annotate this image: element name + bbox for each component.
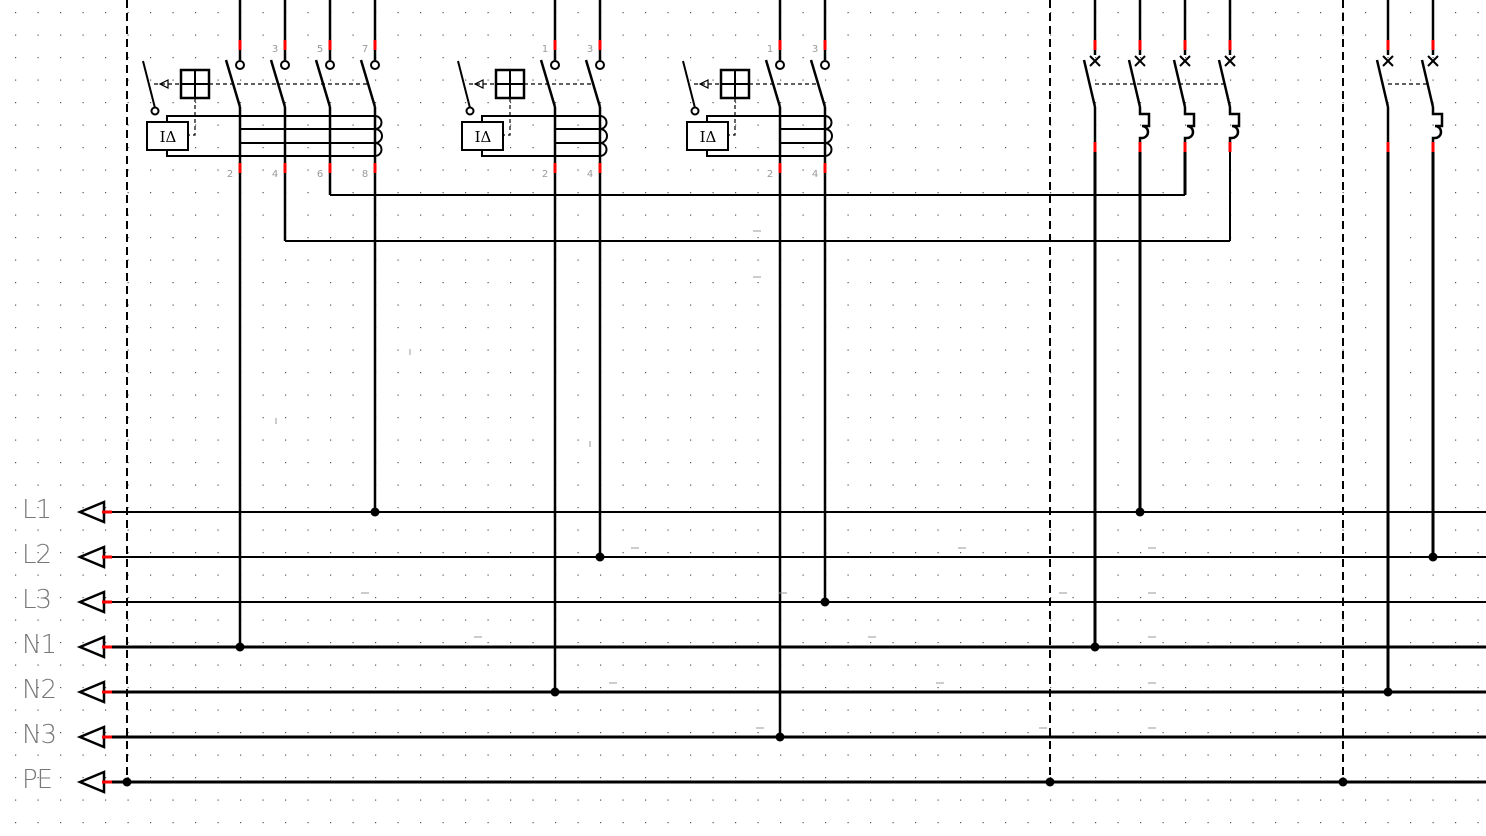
- sensor-link: [503, 98, 511, 136]
- terminal-label: 2: [227, 169, 233, 180]
- rail-label-l1: L1: [22, 495, 52, 525]
- terminal-label: 2: [767, 169, 773, 180]
- junction-dot[interactable]: [820, 597, 830, 607]
- residual-current-sensor: [686, 121, 729, 151]
- switch-blade: [1127, 59, 1142, 108]
- terminal-label: 3: [812, 44, 818, 55]
- rail-label-l2: L2: [22, 540, 52, 570]
- switch-blade: [314, 59, 332, 108]
- contact-terminal: [595, 60, 605, 70]
- terminal-label: 1: [767, 44, 773, 55]
- sum-loop: [166, 115, 375, 122]
- rail-label-n3: N3: [22, 720, 57, 750]
- breaker-cross-icon: [1427, 55, 1439, 67]
- breaker-cross-icon: [1089, 55, 1101, 67]
- rail-label-l3: L3: [22, 585, 52, 615]
- terminal-label: 5: [317, 44, 323, 55]
- sum-loop: [481, 150, 600, 157]
- junction-dot[interactable]: [1428, 552, 1438, 562]
- junction-dot[interactable]: [1338, 777, 1348, 787]
- thermal-trip-icon: [1138, 107, 1151, 150]
- switch-blade: [269, 59, 287, 108]
- sensor-symbol: IΔ: [160, 128, 177, 146]
- switch-blade: [764, 59, 782, 108]
- terminal-label: 4: [812, 169, 818, 180]
- terminal-label: 7: [362, 44, 368, 55]
- junction-dot[interactable]: [775, 732, 785, 742]
- junction-dot[interactable]: [1045, 777, 1055, 787]
- toroid-coil-icon: [374, 115, 383, 157]
- junction-dot[interactable]: [595, 552, 605, 562]
- junction-dot[interactable]: [370, 507, 380, 517]
- test-button-contact: [690, 106, 700, 116]
- breaker-cross-icon: [1179, 55, 1191, 67]
- junction-dot[interactable]: [1383, 687, 1393, 697]
- test-button-contact: [465, 106, 475, 116]
- terminal-label: 1: [542, 44, 548, 55]
- switch-blade: [1217, 59, 1232, 108]
- junction-dot[interactable]: [1135, 507, 1145, 517]
- junction-dot[interactable]: [550, 687, 560, 697]
- breaker-cross-icon: [1382, 55, 1394, 67]
- junction-dot[interactable]: [1090, 642, 1100, 652]
- sum-loop: [706, 150, 825, 157]
- link-arrow-icon: [698, 79, 709, 89]
- terminal-label: 2: [542, 169, 548, 180]
- test-button-lever: [457, 60, 471, 109]
- sensor-link: [188, 98, 196, 136]
- thermal-trip-icon: [1431, 107, 1444, 150]
- sensor-symbol: IΔ: [475, 128, 492, 146]
- junction-dot[interactable]: [235, 642, 245, 652]
- toroid-coil-icon: [824, 115, 833, 157]
- terminal-label: 8: [362, 169, 368, 180]
- link-arrow-icon: [473, 79, 484, 89]
- switch-blade: [539, 59, 557, 108]
- contact-terminal: [325, 60, 335, 70]
- switch-blade: [359, 59, 377, 108]
- terminal-label: 4: [272, 169, 278, 180]
- sum-loop: [481, 115, 600, 122]
- switch-blade: [584, 59, 602, 108]
- switch-blade: [224, 59, 242, 108]
- contact-terminal: [370, 60, 380, 70]
- test-button-lever: [682, 60, 696, 109]
- terminal-label: 3: [587, 44, 593, 55]
- sensor-symbol: IΔ: [700, 128, 717, 146]
- link-arrow-icon: [158, 79, 169, 89]
- sum-loop: [166, 150, 375, 157]
- contact-terminal: [280, 60, 290, 70]
- switch-blade: [1375, 59, 1390, 108]
- thermal-trip-icon: [1183, 107, 1196, 150]
- rail-label-n1: N1: [22, 630, 57, 660]
- breaker-cross-icon: [1224, 55, 1236, 67]
- contact-terminal: [550, 60, 560, 70]
- thermal-trip-icon: [1228, 107, 1241, 150]
- switch-blade: [809, 59, 827, 108]
- rail-label-n2: N2: [22, 675, 57, 705]
- contact-terminal: [820, 60, 830, 70]
- test-button-contact: [150, 106, 160, 116]
- terminal-label: 3: [272, 44, 278, 55]
- toroid-coil-icon: [599, 115, 608, 157]
- terminal-label: 6: [317, 169, 323, 180]
- junction-dot[interactable]: [122, 777, 132, 787]
- switch-blade: [1082, 59, 1097, 108]
- sum-loop: [706, 115, 825, 122]
- breaker-cross-icon: [1134, 55, 1146, 67]
- rail-label-pe: PE: [22, 765, 53, 795]
- switch-blade: [1420, 59, 1435, 108]
- contact-terminal: [775, 60, 785, 70]
- contact-terminal: [235, 60, 245, 70]
- terminal-label: 4: [587, 169, 593, 180]
- sensor-link: [728, 98, 736, 136]
- test-button-lever: [142, 60, 156, 109]
